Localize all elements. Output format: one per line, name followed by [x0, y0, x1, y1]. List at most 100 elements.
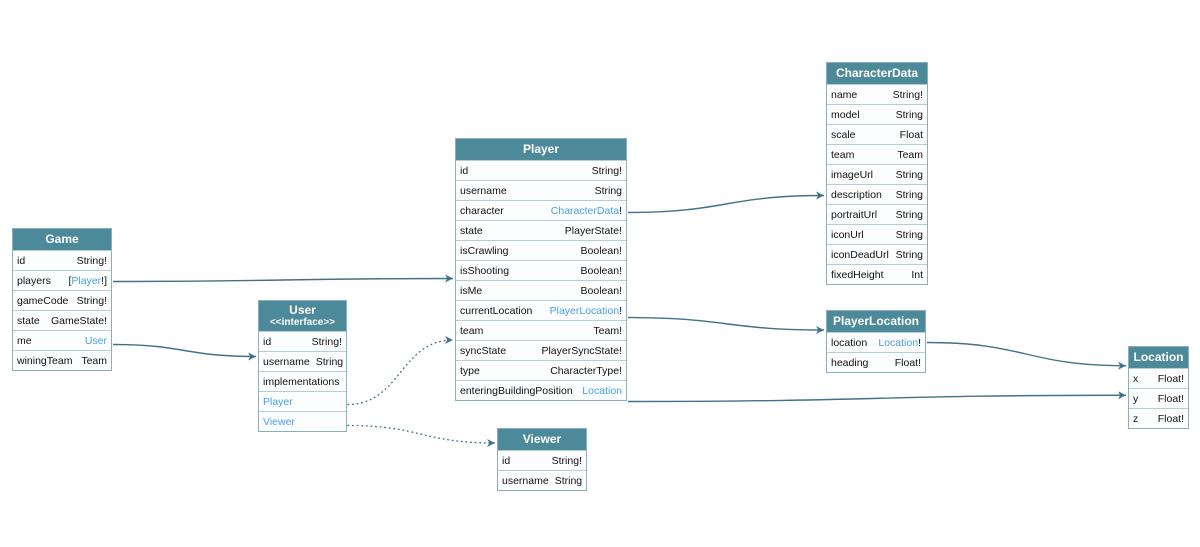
- field-type: Team: [897, 148, 923, 161]
- field-row[interactable]: team Team: [827, 144, 927, 164]
- field-type: String: [895, 208, 923, 221]
- type-link[interactable]: CharacterData: [550, 204, 620, 217]
- type-table-header[interactable]: CharacterData: [827, 63, 927, 84]
- type-link[interactable]: User: [84, 334, 107, 347]
- edge-player-character-to-characterdata[interactable]: [627, 191, 825, 214]
- field-type[interactable]: [Player!]: [68, 274, 107, 287]
- type-table-header[interactable]: Location: [1129, 347, 1188, 368]
- field-name: username: [460, 184, 507, 197]
- type-name: Viewer: [522, 432, 562, 446]
- field-type[interactable]: Location!: [878, 336, 921, 349]
- field-type: String: [554, 474, 583, 487]
- type-table-header[interactable]: PlayerLocation: [827, 311, 925, 332]
- type-link[interactable]: Location: [582, 384, 622, 397]
- type-table-header[interactable]: Viewer: [498, 429, 586, 450]
- field-name: state: [460, 224, 483, 237]
- type-name: CharacterData: [835, 66, 919, 80]
- type-table-header[interactable]: User<<interface>>: [259, 301, 346, 331]
- type-link[interactable]: Player: [71, 274, 102, 287]
- field-type[interactable]: PlayerLocation!: [549, 304, 622, 317]
- edge-player-enteringbuildingposition-to-location[interactable]: [627, 391, 1127, 403]
- field-name: team: [831, 148, 855, 161]
- implementation-row[interactable]: Player: [259, 391, 346, 411]
- field-name: team: [460, 324, 484, 337]
- type-table-header[interactable]: Game: [13, 229, 111, 250]
- field-name: username: [263, 355, 310, 368]
- field-type[interactable]: CharacterData!: [550, 204, 622, 217]
- type-table-header[interactable]: Player: [456, 139, 626, 160]
- field-type[interactable]: Location: [582, 385, 622, 397]
- edge-game-players-to-player[interactable]: [112, 274, 454, 283]
- field-type: String!: [76, 254, 107, 267]
- field-type: String: [895, 228, 923, 241]
- field-name: isShooting: [460, 264, 510, 277]
- type-link[interactable]: Location: [878, 336, 919, 349]
- field-name: id: [502, 454, 511, 467]
- field-type: String: [895, 248, 923, 261]
- field-type: String: [315, 355, 344, 368]
- edge-user-viewer-to-viewer[interactable]: [347, 424, 496, 447]
- field-type: Float!: [894, 356, 921, 369]
- type-name: PlayerLocation: [832, 314, 920, 328]
- edge-player-currentlocation-to-playerlocation[interactable]: [627, 316, 825, 334]
- field-row[interactable]: players[Player!]: [13, 270, 111, 290]
- field-name: iconDeadUrl: [831, 248, 889, 261]
- field-type: String!: [591, 164, 622, 177]
- field-row[interactable]: username String: [259, 351, 346, 371]
- edge-user-player-to-player[interactable]: [347, 336, 454, 406]
- edge-playerlocation-location-to-location[interactable]: [926, 341, 1127, 370]
- field-name: x: [1133, 372, 1139, 385]
- field-type: String!: [551, 454, 582, 467]
- field-type: Team: [81, 354, 107, 367]
- field-row[interactable]: me User: [13, 330, 111, 350]
- type-name: Game: [45, 232, 79, 246]
- field-name: fixedHeight: [831, 268, 884, 281]
- implementation-row[interactable]: Viewer: [259, 411, 346, 431]
- implementation-type-link[interactable]: Viewer: [263, 415, 295, 428]
- field-type[interactable]: User: [85, 335, 107, 347]
- implementation-type-link[interactable]: Player: [263, 395, 293, 408]
- field-name: type: [460, 364, 480, 377]
- edge-game-me-to-user[interactable]: [112, 343, 257, 361]
- field-row[interactable]: iconDeadUrl String: [827, 244, 927, 264]
- field-name: id: [263, 335, 272, 348]
- type-link[interactable]: PlayerLocation: [549, 304, 620, 317]
- field-name: me: [17, 334, 32, 347]
- field-row[interactable]: id String!: [498, 450, 586, 470]
